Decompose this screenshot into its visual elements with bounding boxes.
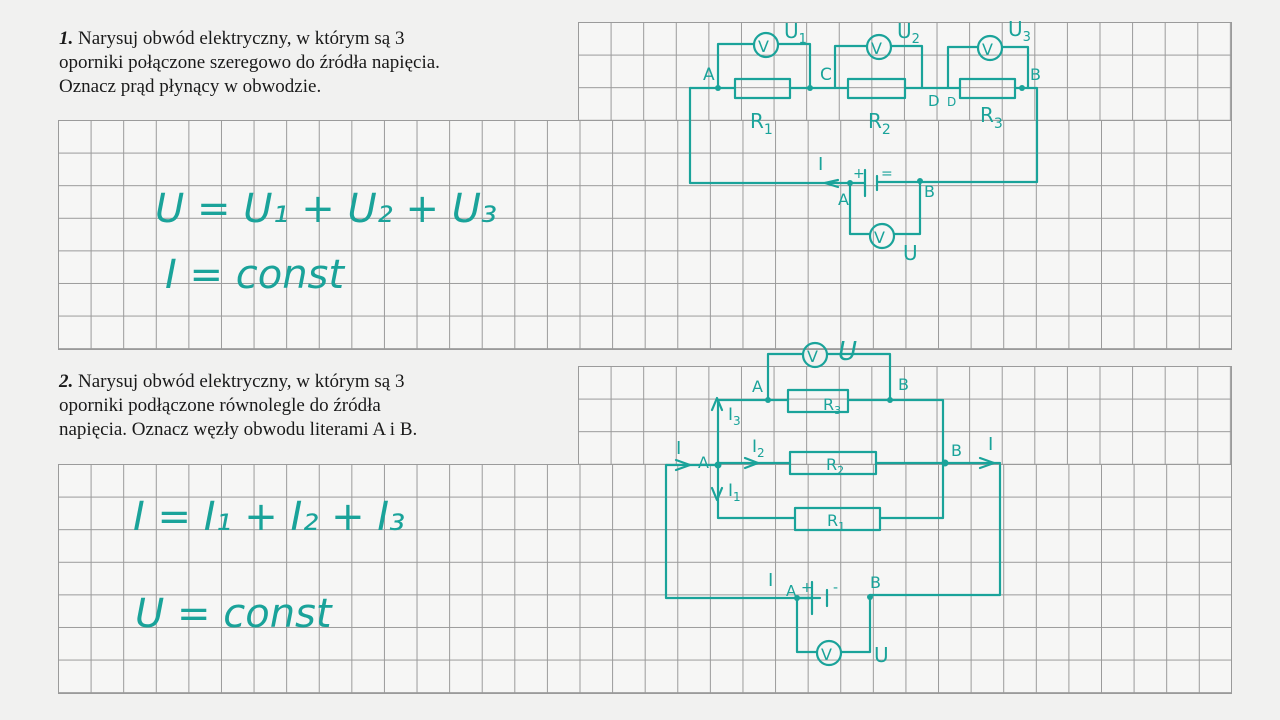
label-i2: I2 [752,437,765,460]
label-current-out: I [988,434,993,455]
task-2-line-2: oporniki podłączone równolegle do źródła [59,395,381,416]
resistor-r2 [846,77,907,100]
series-circuit: V V V V A C D D B A B R1 R2 R3 U1 U2 U3 … [688,17,1041,265]
node-a: A [698,453,709,472]
source-node-b: B [870,573,881,592]
node-c: C [820,65,832,85]
formula-series-voltage: U = U₁ + U₂ + U₃ [155,186,497,232]
resistor-r1 [793,506,882,532]
voltmeter-3-symbol: V [982,40,993,59]
battery-plus: + [801,580,813,596]
voltmeter-3 [976,34,1004,62]
label-u-source: U [903,241,918,265]
resistor-r1 [733,77,792,100]
label-u-source: U [874,643,889,667]
source-node-a: A [786,582,797,600]
voltmeter-2-symbol: V [871,39,882,58]
source-node-a: A [838,190,849,209]
voltmeter-source [815,639,843,667]
label-r3: R3 [823,395,841,417]
label-u-top: U [838,337,857,367]
resistor-r3 [786,388,850,414]
formula-parallel-voltage: U = const [135,591,333,637]
resistor-r3 [958,77,1017,100]
label-r1: R1 [750,109,773,138]
voltmeter-1 [752,31,780,59]
voltmeter-source-symbol: V [874,228,885,247]
task-1-text: 1. Narysuj obwód elektryczny, w którym s… [59,27,440,99]
task-1-number: 1. [59,28,74,49]
label-r2: R2 [868,109,891,138]
battery-minus: = [881,166,893,182]
label-u3: U3 [1008,17,1031,45]
grid-paper-task2-top [578,366,1232,466]
task-2-text: 2. Narysuj obwód elektryczny, w którym s… [59,370,417,442]
voltmeter-1-symbol: V [758,37,769,56]
node-a-top: A [752,377,763,396]
source-node-b: B [924,182,935,201]
label-r2: R2 [826,455,844,477]
voltmeter-top-symbol: V [807,347,818,366]
task-2-line-3: napięcia. Oznacz węzły obwodu literami A… [59,419,418,440]
formula-series-current: I = const [165,252,345,298]
node-b: B [951,441,962,460]
task-2-number: 2. [59,371,74,392]
node-d-2: D [947,95,956,109]
label-current-in: I [676,438,681,459]
battery-minus: - [833,580,838,596]
label-current-source: I [768,570,773,591]
label-r1: R1 [827,511,845,533]
voltmeter-source [868,222,896,250]
task-1-line-1: Narysuj obwód elektryczny, w którym są 3 [78,28,405,49]
task-1-line-3: Oznacz prąd płynący w obwodzie. [59,76,322,97]
grid-paper-task1-top [578,22,1232,122]
task-2-line-1: Narysuj obwód elektryczny, w którym są 3 [78,371,405,392]
voltmeter-2 [865,33,893,61]
label-current: I [818,154,823,175]
node-b-top: B [898,375,909,394]
label-u2: U2 [897,19,920,47]
parallel-circuit: V V A B A B A B R3 R2 R1 I3 I2 I1 I I I … [664,337,1002,667]
grid-paper-task2 [58,464,1232,694]
label-u1: U1 [784,19,807,47]
label-r3: R3 [980,103,1003,132]
label-i3: I3 [728,405,741,428]
voltmeter-source-symbol: V [821,645,832,664]
task-1-line-2: oporniki połączone szeregowo do źródła n… [59,52,440,73]
label-i1: I1 [728,481,741,504]
voltmeter-top [801,341,829,369]
resistor-r2 [788,450,878,476]
battery-plus: + [853,166,865,182]
node-a: A [703,65,715,85]
node-b: B [1030,65,1041,84]
node-d-1: D [928,92,940,110]
grid-paper-task1 [58,120,1232,350]
formula-parallel-current: I = I₁ + I₂ + I₃ [133,494,405,540]
